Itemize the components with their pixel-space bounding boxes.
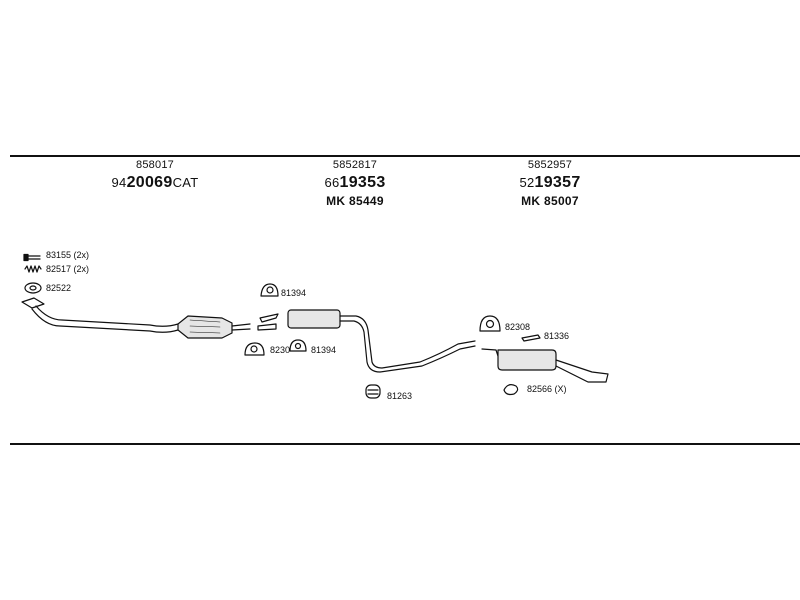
- front-pipe: [21, 297, 179, 333]
- bolt-icon: [23, 253, 41, 262]
- hanger-icon: [289, 339, 307, 352]
- part-label-81263: 81263: [387, 391, 413, 401]
- clamp-icon: [479, 315, 501, 332]
- part-label-81336: 81336: [544, 331, 570, 341]
- spring-icon: [24, 265, 42, 273]
- part-label-82522: 82522: [46, 283, 72, 293]
- part-number-prefix: 94: [111, 175, 127, 190]
- rear-silencer: [481, 348, 609, 383]
- bracket-icon: [521, 334, 541, 342]
- part-label-82308-right: 82308: [505, 322, 531, 332]
- bottom-divider: [10, 443, 800, 445]
- rubber-ring-icon: [503, 384, 519, 396]
- group-part-number: 6619353: [295, 175, 415, 191]
- bracket-icon: [257, 313, 279, 331]
- middle-silencer: [287, 309, 476, 373]
- part-label-81394-top: 81394: [281, 288, 307, 298]
- part-number-main: 20069: [126, 174, 173, 191]
- group-part-number: 9420069CAT: [95, 175, 215, 191]
- group-catalytic-converter: 858017 9420069CAT: [95, 160, 215, 191]
- group-middle-silencer: 5852817 6619353 MK 85449: [295, 159, 415, 208]
- part-label-81394-bottom: 81394: [311, 345, 337, 355]
- group-ref: 858017: [136, 159, 174, 171]
- part-number-main: 19353: [339, 174, 386, 191]
- group-rear-silencer: 5852957 5219357 MK 85007: [490, 159, 610, 208]
- group-mk-number: MK 85007: [521, 194, 579, 208]
- part-label-83155: 83155 (2x): [46, 250, 90, 260]
- group-part-number: 5219357: [490, 175, 610, 191]
- group-mk-number: MK 85449: [326, 194, 384, 208]
- gasket-icon: [24, 282, 42, 294]
- rubber-hanger-icon: [365, 384, 381, 399]
- catalytic-converter: [177, 315, 251, 339]
- clamp-icon: [260, 283, 279, 297]
- group-ref: 5852817: [332, 159, 378, 171]
- part-label-82308-left: 8230: [270, 345, 291, 355]
- part-number-prefix: 52: [519, 175, 535, 190]
- part-number-prefix: 66: [324, 175, 340, 190]
- top-divider: [10, 155, 800, 157]
- part-label-82566: 82566 (X): [527, 384, 567, 394]
- part-number-main: 19357: [534, 174, 581, 191]
- group-ref: 5852957: [527, 159, 573, 171]
- part-number-suffix: CAT: [172, 175, 199, 190]
- clamp-icon: [244, 342, 265, 356]
- part-label-82517: 82517 (2x): [46, 264, 90, 274]
